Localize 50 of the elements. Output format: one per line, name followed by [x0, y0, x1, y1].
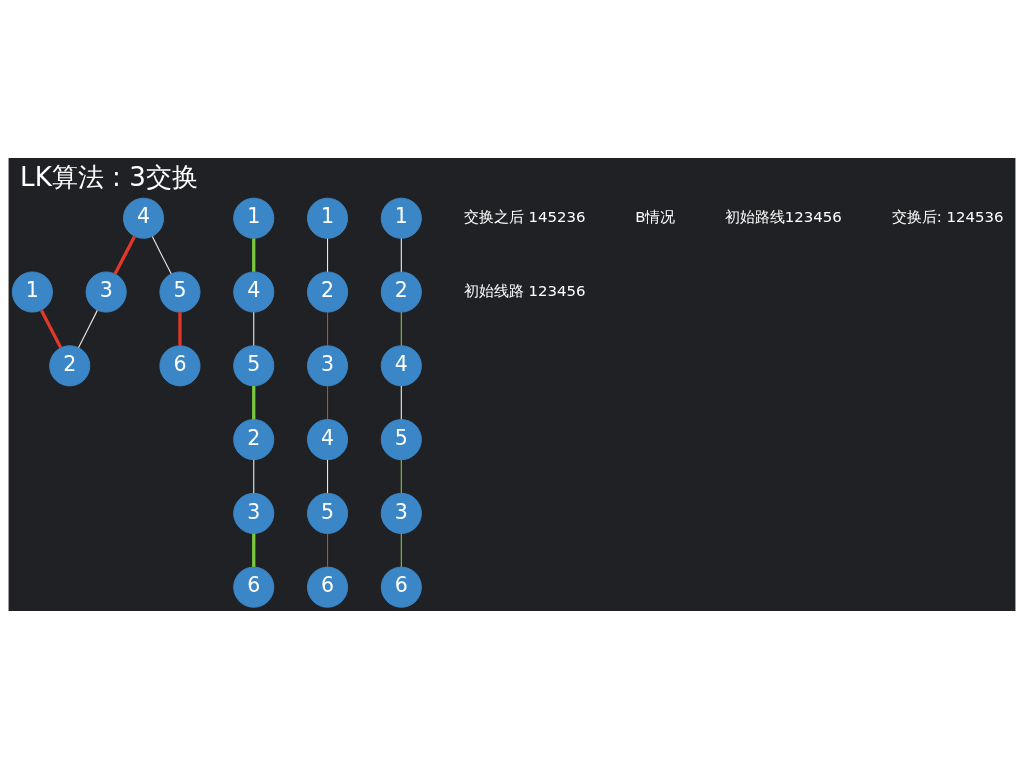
node-circle: 1	[11, 271, 53, 313]
node-circle: 5	[307, 492, 349, 534]
connector	[400, 532, 402, 567]
label: 初始路线123456	[724, 207, 842, 226]
node-circle: 4	[233, 271, 275, 313]
node-circle: 1	[233, 197, 275, 239]
connector	[113, 235, 136, 275]
connector	[253, 311, 255, 346]
node-circle: 4	[123, 197, 165, 239]
diagram-title: LK算法 : 3交换	[20, 161, 198, 192]
connector	[400, 458, 402, 494]
node-circle: 5	[159, 271, 201, 313]
connector	[39, 309, 63, 348]
node-circle: 3	[307, 344, 349, 386]
node-circle: 1	[380, 197, 422, 239]
connector	[400, 237, 402, 272]
label: 初始线路 123456	[463, 281, 586, 300]
node-circle: 6	[307, 566, 349, 608]
connector	[326, 384, 329, 420]
node-circle: 2	[49, 344, 91, 386]
node-circle: 6	[380, 566, 422, 608]
label: 交换后: 124536	[891, 207, 1004, 226]
node-circle: 2	[380, 271, 422, 313]
label: B情况	[635, 207, 676, 226]
node-circle: 4	[307, 418, 349, 460]
node-circle: 5	[233, 344, 275, 386]
node-circle: 3	[233, 492, 275, 534]
node-circle: 3	[85, 271, 127, 313]
node-circle: 6	[159, 344, 201, 386]
connector	[326, 532, 329, 567]
connector	[77, 309, 98, 348]
connector	[151, 235, 172, 274]
node-circle: 1	[307, 197, 349, 239]
node-circle: 2	[233, 418, 275, 460]
connector	[400, 384, 402, 420]
connector	[326, 458, 329, 494]
connector	[252, 385, 256, 419]
connector	[326, 311, 329, 346]
node-circle: 6	[233, 566, 275, 608]
node-circle: 2	[307, 271, 349, 313]
connector	[400, 311, 402, 346]
label: 交换之后 145236	[463, 207, 586, 226]
connector	[326, 237, 329, 272]
connector	[252, 237, 256, 272]
node-circle: 3	[380, 492, 422, 534]
connector	[253, 458, 255, 494]
node-circle: 5	[380, 418, 422, 460]
connector	[252, 533, 256, 567]
node-circle: 4	[380, 344, 422, 386]
connector	[178, 311, 182, 346]
